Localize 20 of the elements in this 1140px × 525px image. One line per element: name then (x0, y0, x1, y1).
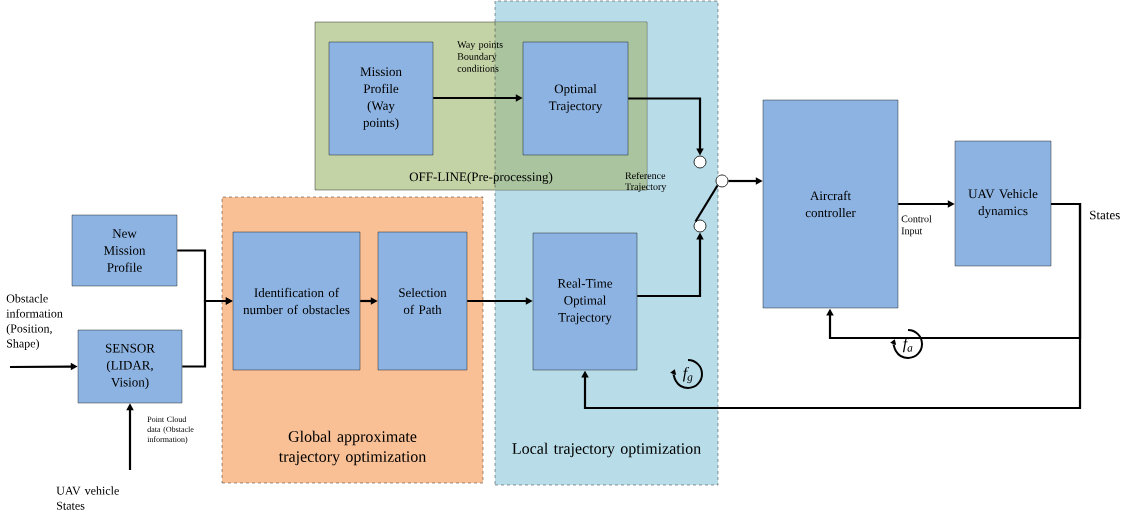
text-label: UAV vehicle States (56, 486, 119, 510)
edge-label: Control Input (901, 215, 932, 237)
process-box: Identification of number of obstacles (232, 231, 361, 371)
text-label: Point Cloud data (Obstacle information) (147, 416, 194, 444)
process-box: Selection of Path (377, 231, 468, 371)
process-box: Real-Time Optimal Trajectory (532, 232, 638, 371)
text-label: Reference Trajectory (625, 171, 667, 193)
process-box: Aircraft controller (762, 99, 899, 309)
process-box: New Mission Profile (71, 214, 178, 287)
process-box: Optimal Trajectory (522, 41, 629, 156)
switch-contact (693, 155, 707, 169)
switch-contact (715, 174, 729, 188)
switch-contact (693, 219, 707, 233)
arrow (581, 202, 1082, 410)
process-box: UAV Vehicle dynamics (954, 140, 1052, 267)
function-symbol: f$_{g}$ (682, 366, 693, 384)
process-box: SENSOR (LIDAR, Vision) (77, 329, 183, 404)
text-label: States (1090, 210, 1120, 220)
process-box: Mission Profile (Way points) (328, 41, 434, 156)
text-label: Obstacle information (Position, Shape) (6, 294, 63, 350)
